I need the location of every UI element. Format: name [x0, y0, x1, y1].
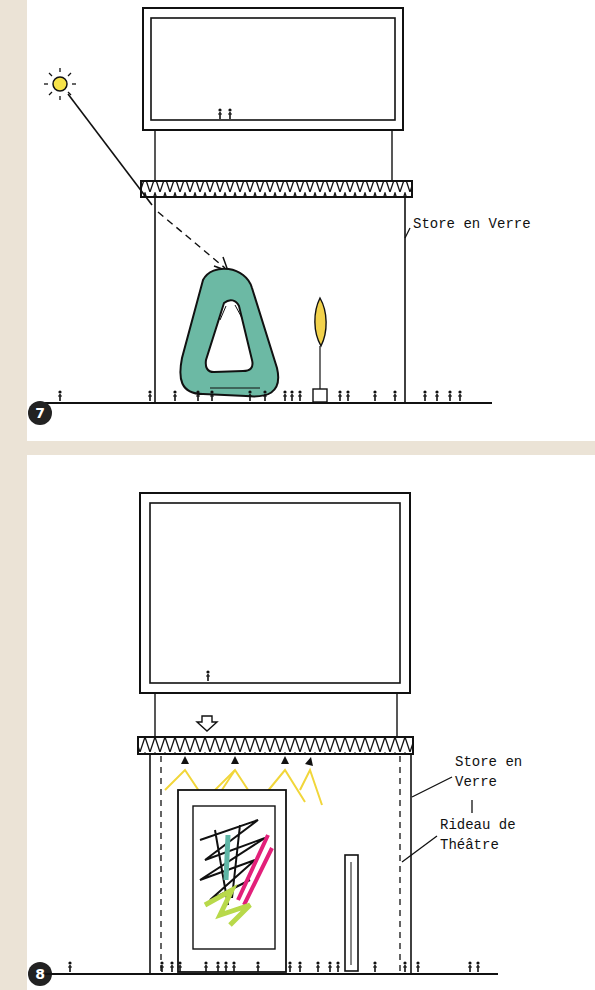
building-section	[45, 8, 492, 403]
person	[204, 961, 208, 972]
glass-blind-label: Store en Verre	[413, 214, 583, 234]
person	[196, 390, 200, 401]
people	[58, 108, 480, 972]
person	[298, 961, 302, 972]
person	[458, 390, 462, 401]
person	[448, 390, 452, 401]
glass-blind-label: Store en Verre	[455, 752, 541, 793]
person	[346, 390, 350, 401]
person	[316, 961, 320, 972]
person	[290, 390, 294, 401]
person	[336, 961, 340, 972]
person	[263, 390, 267, 401]
person	[173, 390, 177, 401]
person	[283, 390, 287, 401]
person	[328, 961, 332, 972]
panel	[27, 0, 595, 441]
person	[68, 961, 72, 972]
green-sculpture	[180, 269, 278, 397]
person	[178, 961, 182, 972]
person	[298, 390, 302, 401]
person	[224, 961, 228, 972]
person	[218, 108, 222, 119]
sun	[44, 68, 228, 271]
person	[403, 961, 407, 972]
theatre-curtain-label: Rideau de Théâtre	[440, 815, 538, 856]
person	[210, 390, 214, 401]
person	[435, 390, 439, 401]
person	[206, 670, 210, 681]
sculpture	[345, 855, 358, 971]
person	[373, 961, 377, 972]
person	[58, 390, 62, 401]
person	[338, 390, 342, 401]
person	[232, 961, 236, 972]
person	[423, 390, 427, 401]
person	[393, 390, 397, 401]
person	[476, 961, 480, 972]
callout-number: 8	[28, 962, 52, 986]
person	[160, 961, 164, 972]
painting	[178, 790, 286, 972]
callout-number: 7	[28, 401, 52, 425]
person	[468, 961, 472, 972]
person	[256, 961, 260, 972]
person	[288, 961, 292, 972]
person	[170, 961, 174, 972]
person	[416, 961, 420, 972]
statue	[313, 298, 327, 402]
person	[148, 390, 152, 401]
person	[216, 961, 220, 972]
panel	[27, 455, 595, 990]
person	[373, 390, 377, 401]
person	[248, 390, 252, 401]
person	[228, 108, 232, 119]
building-section	[45, 493, 498, 974]
callout-circle	[28, 401, 52, 425]
